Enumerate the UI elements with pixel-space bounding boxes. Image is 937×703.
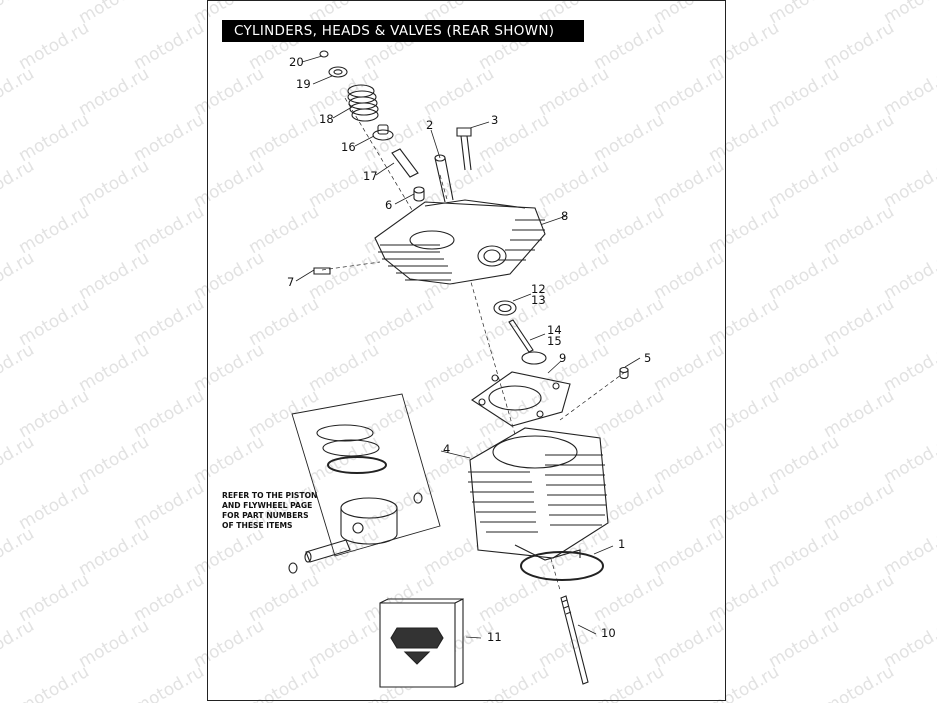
callout-6: 6 (385, 198, 393, 212)
part-5-dowel (619, 366, 629, 380)
part-19-retainer (328, 66, 348, 78)
callout-8: 8 (561, 209, 569, 223)
reference-note: REFER TO THE PISTON AND FLYWHEEL PAGE FO… (222, 491, 332, 531)
part-6-dowel (413, 186, 425, 202)
diagram-frame (207, 0, 726, 701)
part-17-guide (391, 148, 419, 178)
piston-rings (316, 424, 387, 474)
circlips (288, 492, 423, 574)
callout-2: 2 (426, 118, 434, 132)
callout-12: 12 (531, 282, 546, 296)
callout-16: 16 (341, 140, 356, 154)
part-10-stud (560, 595, 589, 685)
callout-5: 5 (644, 351, 652, 365)
part-1-o-ring (520, 551, 604, 581)
part-4-cylinder (468, 427, 609, 561)
part-14-15-valve (508, 319, 547, 365)
callout-1: 1 (618, 537, 626, 551)
part-3-bolt (456, 127, 472, 171)
note-line-3: FOR PART NUMBERS (222, 511, 309, 520)
callout-13: 13 (531, 293, 546, 307)
diagram-title: CYLINDERS, HEADS & VALVES (REAR SHOWN) (222, 20, 584, 42)
callout-15: 15 (547, 334, 562, 348)
piston-group-outline (291, 393, 441, 557)
callout-18: 18 (319, 112, 334, 126)
part-20-keeper (319, 50, 329, 58)
part-16-seal (372, 124, 394, 141)
piston (340, 497, 398, 545)
callout-7: 7 (287, 275, 295, 289)
callout-17: 17 (363, 169, 378, 183)
part-12-13-seal-ring (493, 300, 517, 316)
note-line-2: AND FLYWHEEL PAGE (222, 501, 313, 510)
callout-19: 19 (296, 77, 311, 91)
part-11-gasket-kit (379, 598, 464, 688)
wrist-pin (304, 539, 351, 563)
part-7-stud (313, 267, 331, 275)
callout-20: 20 (289, 55, 304, 69)
callout-9: 9 (559, 351, 567, 365)
callout-4: 4 (443, 442, 451, 456)
note-line-4: OF THESE ITEMS (222, 521, 293, 530)
part-9-head-gasket (471, 371, 571, 427)
part-2-bolt (434, 154, 454, 203)
leader-lines (295, 55, 641, 639)
part-8-cylinder-head (374, 199, 546, 285)
part-18-valve-spring (347, 84, 379, 122)
callout-14: 14 (547, 323, 562, 337)
callout-10: 10 (601, 626, 616, 640)
callout-3: 3 (491, 113, 499, 127)
callout-11: 11 (487, 630, 502, 644)
note-line-1: REFER TO THE PISTON (222, 491, 318, 500)
